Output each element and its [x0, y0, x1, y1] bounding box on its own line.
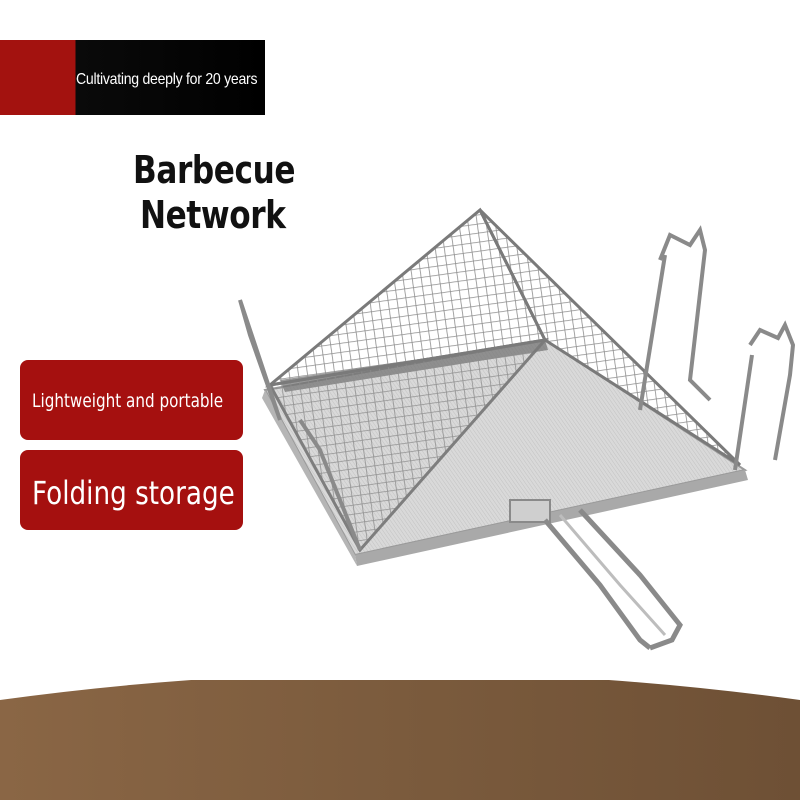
page-title-line-1: Barbecue: [133, 148, 296, 192]
banner-text: Cultivating deeply for 20 years: [76, 71, 258, 88]
feature-badge-folding: Folding storage: [20, 450, 243, 530]
feature-badge-label: Folding storage: [32, 474, 235, 512]
feature-badge-lightweight: Lightweight and portable: [20, 360, 243, 440]
feature-badge-label: Lightweight and portable: [32, 390, 224, 412]
page-title-line-2: Network: [140, 193, 286, 237]
top-banner: Cultivating deeply for 20 years: [0, 40, 265, 115]
floor-background: [0, 680, 800, 800]
